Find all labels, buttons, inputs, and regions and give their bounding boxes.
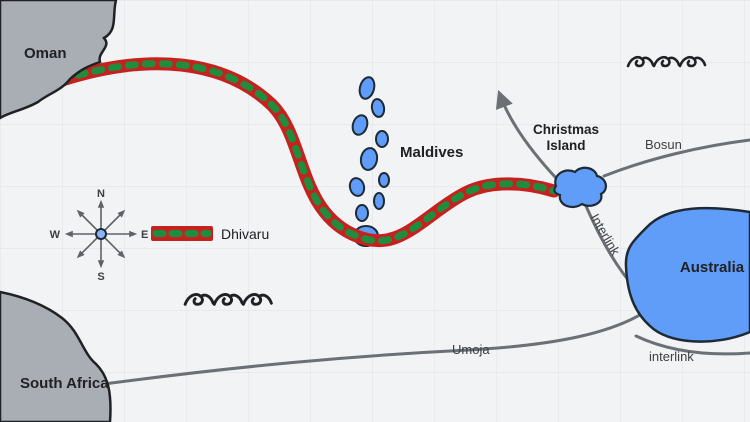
oman-label: Oman bbox=[24, 45, 67, 62]
route-umoja bbox=[102, 308, 650, 386]
compass-south-label: S bbox=[97, 271, 104, 283]
oman-landmass bbox=[0, 0, 118, 120]
compass-east-label: E bbox=[141, 229, 148, 241]
maldives-islands bbox=[348, 76, 390, 247]
compass-north-label: N bbox=[97, 188, 105, 200]
compass-west-label: W bbox=[50, 229, 61, 241]
dhivaru-cable bbox=[55, 57, 561, 248]
interlink-bottom-label: interlink bbox=[649, 349, 694, 364]
route-bosun bbox=[602, 138, 750, 178]
south-africa-landmass bbox=[0, 290, 112, 422]
maldives-label: Maldives bbox=[400, 144, 463, 161]
bosun-label: Bosun bbox=[645, 137, 682, 152]
compass-center bbox=[95, 228, 107, 240]
south-africa-label: South Africa bbox=[20, 375, 109, 392]
australia-label: Australia bbox=[680, 259, 745, 276]
umoja-label: Umoja bbox=[452, 342, 490, 357]
compass-rose: N S W E bbox=[50, 188, 149, 283]
route-arrow-north bbox=[495, 89, 558, 180]
route-interlink-bottom bbox=[634, 334, 750, 356]
christmas-island-label-line2: Island bbox=[546, 138, 585, 153]
legend-dhivaru-label: Dhivaru bbox=[221, 226, 269, 242]
christmas-island-landmass bbox=[553, 166, 607, 209]
christmas-island-label-line1: Christmas bbox=[533, 122, 599, 137]
dhivaru-cable-green-dashes bbox=[58, 60, 558, 245]
dhivaru-legend: Dhivaru bbox=[151, 226, 269, 242]
australia-landmass bbox=[624, 206, 750, 343]
christmas-island-label: Christmas Island bbox=[533, 122, 599, 153]
